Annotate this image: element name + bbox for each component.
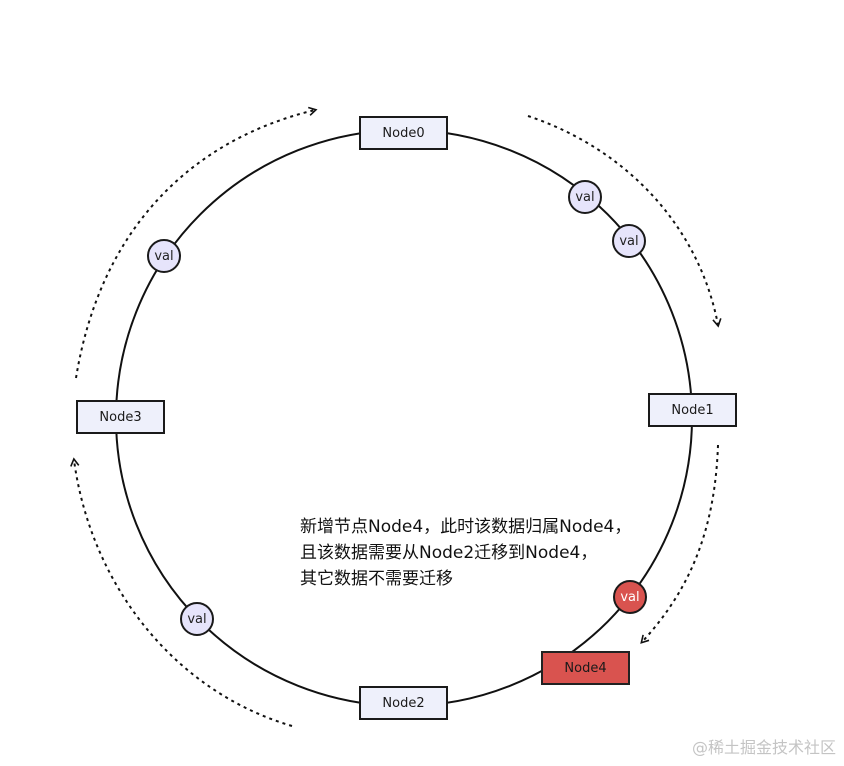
node1-label: Node1 [671, 402, 714, 418]
clockwise-arrow-bottom-left [70, 457, 293, 727]
val-circle-near-node0-b: val [612, 224, 646, 258]
val-circle-near-node0-a: val [568, 180, 602, 214]
node2-label: Node2 [382, 695, 425, 711]
clockwise-arrow-top-left [75, 106, 318, 379]
clockwise-arrow-right [640, 444, 719, 644]
node0-box: Node0 [359, 116, 448, 150]
watermark: @稀土掘金技术社区 [691, 738, 836, 757]
clockwise-arrow-top-right [527, 115, 722, 328]
val-circle-near-node3-top: val [147, 239, 181, 273]
node3-box: Node3 [76, 400, 165, 434]
node1-box: Node1 [648, 393, 737, 427]
node4-new-box: Node4 [541, 651, 630, 685]
migrated-val-circle: val [613, 580, 647, 614]
migration-note: 新增节点Node4，此时该数据归属Node4， 且该数据需要从Node2迁移到N… [300, 514, 660, 592]
val-circle-bottom-left: val [180, 602, 214, 636]
node0-label: Node0 [382, 125, 425, 141]
node4-label: Node4 [564, 660, 607, 676]
note-line-2: 且该数据需要从Node2迁移到Node4， [300, 543, 598, 563]
node2-box: Node2 [359, 686, 448, 720]
note-line-3: 其它数据不需要迁移 [300, 569, 453, 589]
note-line-1: 新增节点Node4，此时该数据归属Node4， [300, 517, 632, 537]
node3-label: Node3 [99, 409, 142, 425]
